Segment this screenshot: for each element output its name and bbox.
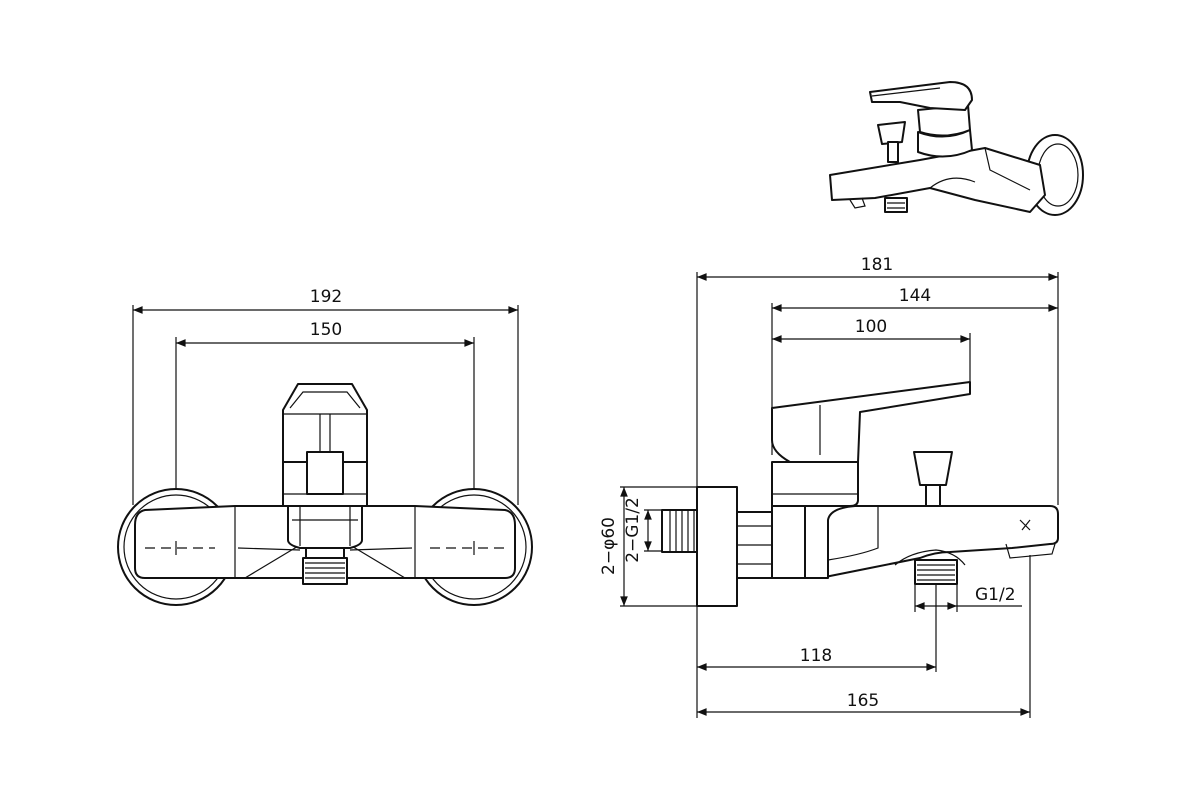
- diverter-knob-side: [913, 451, 953, 507]
- flange-diameter-label: 2−φ60: [599, 517, 619, 575]
- dim-overall-width: 192: [310, 287, 342, 307]
- dim-spout-reach: 165: [847, 691, 879, 711]
- outlet-thread-front: [302, 547, 348, 585]
- outlet-thread-label: G1/2: [975, 585, 1016, 605]
- cartridge-housing-front: [282, 383, 368, 549]
- connector-nut-side: [736, 511, 773, 579]
- dim-spout-depth: 144: [899, 286, 931, 306]
- inlet-thread-side: [661, 509, 699, 553]
- inlet-thread-label: 2−G1/2: [623, 497, 643, 563]
- outlet-thread-side: [914, 559, 958, 585]
- dim-outlet-offset: 118: [800, 646, 832, 666]
- dim-center-distance: 150: [310, 320, 342, 340]
- dim-total-depth: 181: [861, 255, 893, 275]
- cartridge-housing-side: [771, 381, 971, 507]
- faucet-isometric-icon: [829, 81, 1084, 216]
- front-view: 192 150: [117, 287, 533, 606]
- side-view: 181 144 100 118 165 2−φ60 2−G1/2 G1/2: [599, 255, 1059, 718]
- faucet-body-side: [771, 505, 1059, 579]
- wall-flange-side: [696, 486, 738, 607]
- dim-handle-depth: 100: [855, 317, 887, 337]
